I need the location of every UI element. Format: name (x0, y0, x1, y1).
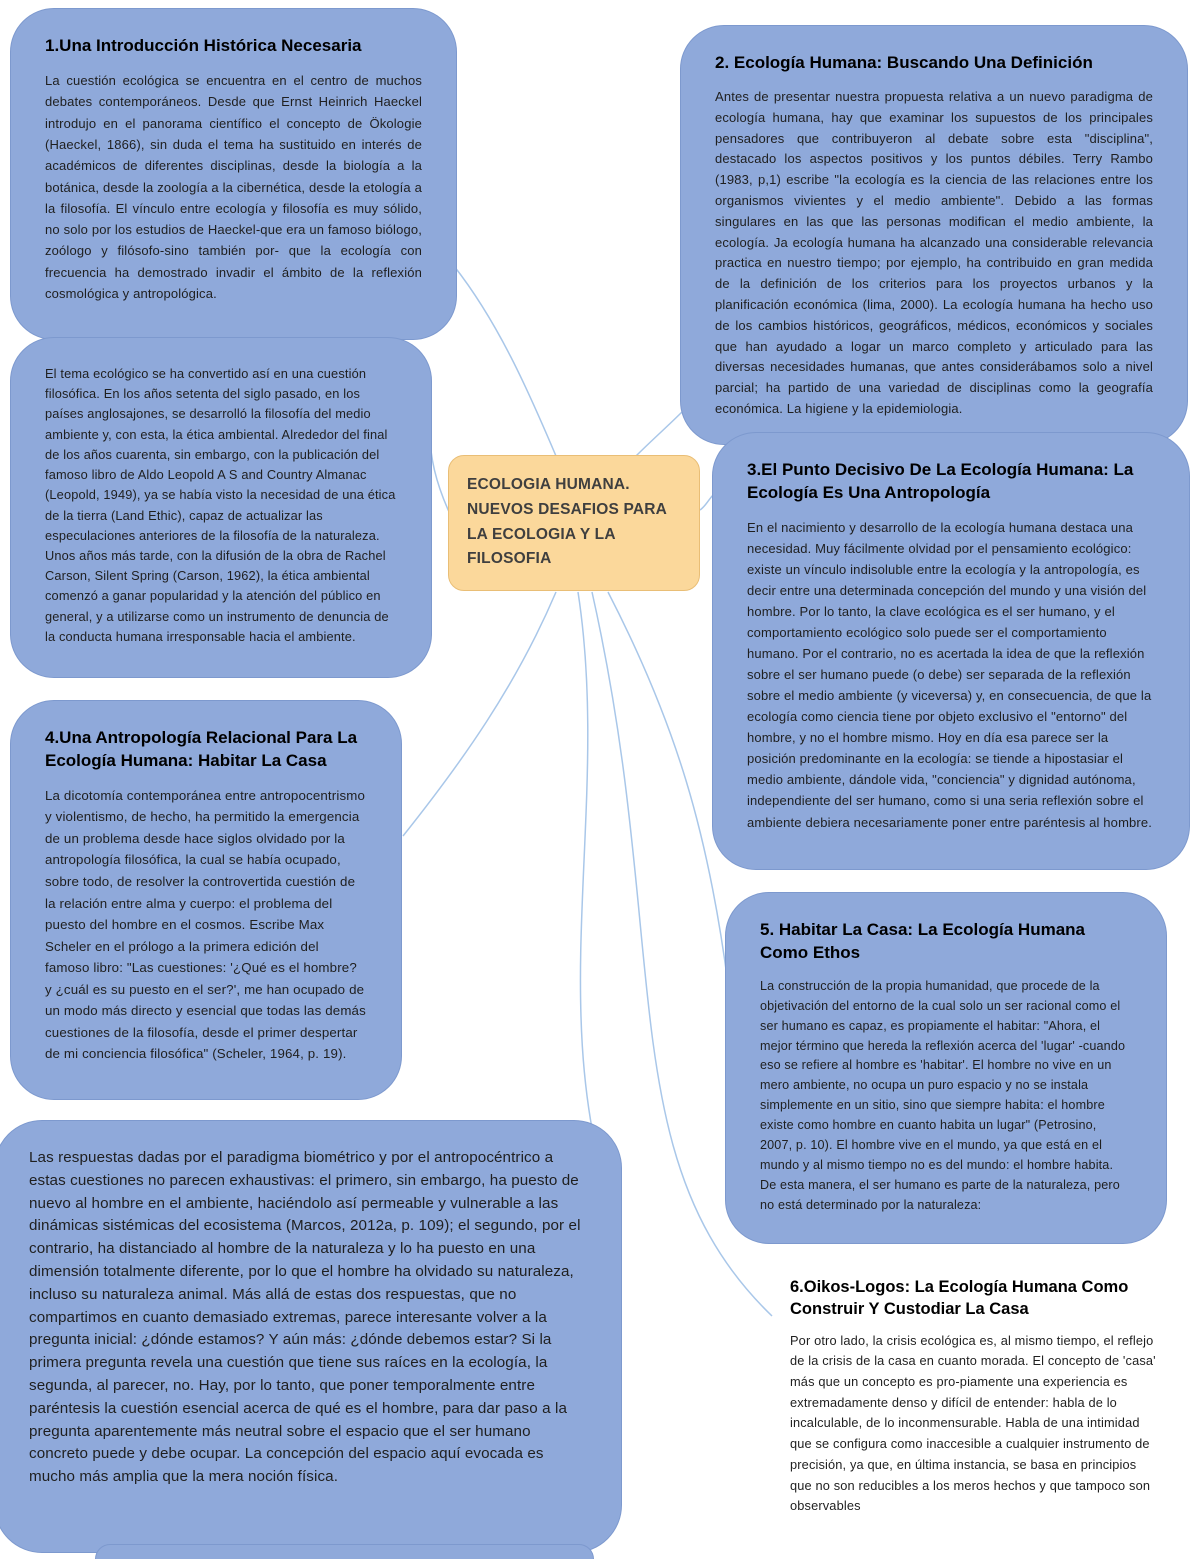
node-respuestas-paradigmas[interactable]: Las respuestas dadas por el paradigma bi… (0, 1120, 622, 1553)
center-topic-title: ECOLOGIA HUMANA. NUEVOS DESAFIOS PARA LA… (467, 476, 667, 568)
node-antropologia-relacional[interactable]: 4.Una Antropología Relacional Para La Ec… (10, 700, 402, 1100)
node-body: Las respuestas dadas por el paradigma bi… (29, 1149, 581, 1486)
node-habitar-ethos[interactable]: 5. Habitar La Casa: La Ecología Humana C… (725, 892, 1167, 1244)
node-body: El tema ecológico se ha convertido así e… (45, 366, 396, 644)
node-body: Antes de presentar nuestra propuesta rel… (715, 88, 1153, 416)
node-title: 1.Una Introducción Histórica Necesaria (45, 36, 362, 55)
node-punto-decisivo[interactable]: 3.El Punto Decisivo De La Ecología Human… (712, 432, 1190, 870)
connector-center-to-intro-cont (429, 433, 451, 515)
node-buscando-definicion[interactable]: 2. Ecología Humana: Buscando Una Definic… (680, 25, 1188, 445)
connector-center-to-oikos (591, 591, 773, 1317)
node-body: La cuestión ecológica se encuentra en el… (45, 72, 422, 302)
node-title: 4.Una Antropología Relacional Para La Ec… (45, 728, 358, 770)
node-body: La dicotomía contemporánea entre antropo… (45, 787, 366, 1062)
node-title: 5. Habitar La Casa: La Ecología Humana C… (760, 920, 1085, 962)
connector-center-to-intro (453, 265, 557, 457)
connector-center-to-definicion (635, 409, 685, 457)
node-introduccion-historica[interactable]: 1.Una Introducción Histórica Necesaria L… (10, 8, 457, 340)
node-introduccion-continuacion[interactable]: El tema ecológico se ha convertido así e… (10, 337, 432, 678)
node-title: 3.El Punto Decisivo De La Ecología Human… (747, 460, 1134, 502)
node-body: La construcción de la propia humanidad, … (760, 978, 1126, 1212)
node-oikos-logos[interactable]: 6.Oikos-Logos: La Ecología Humana Como C… (770, 1262, 1180, 1547)
node-body: En el nacimiento y desarrollo de la ecol… (747, 519, 1153, 830)
node-title: 2. Ecología Humana: Buscando Una Definic… (715, 53, 1093, 72)
node-body: Por otro lado, la crisis ecológica es, a… (790, 1332, 1156, 1514)
connector-center-to-habitar (607, 591, 729, 985)
clipped-node-edge (95, 1544, 594, 1559)
node-title: 6.Oikos-Logos: La Ecología Humana Como C… (790, 1278, 1129, 1319)
center-topic-node[interactable]: ECOLOGIA HUMANA. NUEVOS DESAFIOS PARA LA… (448, 455, 700, 591)
connector-center-to-antropologia (402, 591, 557, 837)
